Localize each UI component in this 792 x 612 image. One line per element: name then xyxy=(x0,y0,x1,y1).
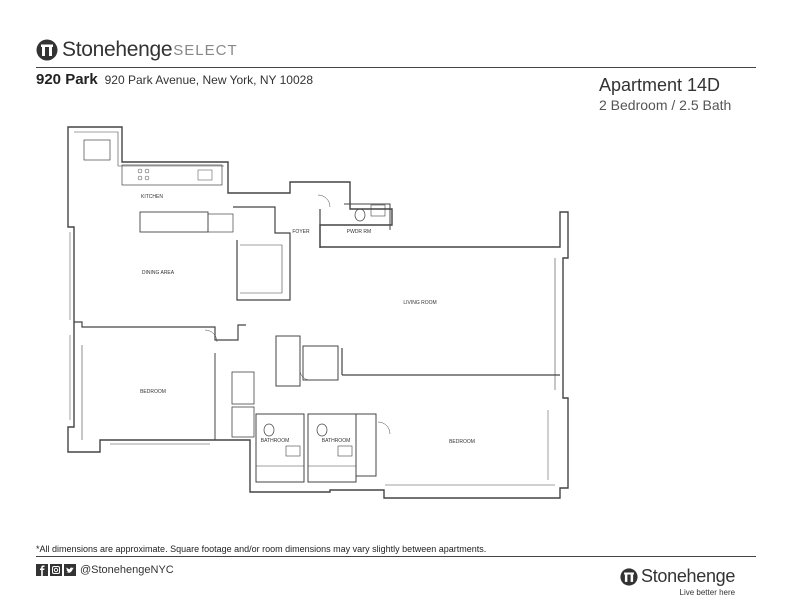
room-label-bath-left: BATHROOM xyxy=(261,438,290,444)
building-info: 920 Park 920 Park Avenue, New York, NY 1… xyxy=(36,71,313,88)
room-label-dining: DINING AREA xyxy=(142,270,175,276)
tagline: Live better here xyxy=(679,588,736,597)
header-brand: Stonehenge SELECT xyxy=(36,38,238,62)
building-name: 920 Park xyxy=(36,71,98,88)
room-label-living: LIVING ROOM xyxy=(403,300,436,306)
stonehenge-logo-icon xyxy=(36,39,58,61)
room-label-powder: PWDR RM xyxy=(347,229,371,235)
brand-sub: SELECT xyxy=(173,41,238,59)
disclaimer: *All dimensions are approximate. Square … xyxy=(36,544,487,554)
brand-name: Stonehenge xyxy=(62,38,173,61)
stonehenge-logo-icon xyxy=(620,567,638,586)
room-label-bedroom-left: BEDROOM xyxy=(140,389,166,395)
room-label-foyer: FOYER xyxy=(292,229,310,235)
facebook-icon[interactable] xyxy=(36,564,48,576)
apartment-info: Apartment 14D 2 Bedroom / 2.5 Bath xyxy=(599,75,731,113)
apartment-subtitle: 2 Bedroom / 2.5 Bath xyxy=(599,97,732,113)
footer-rule xyxy=(36,556,756,557)
social-links: @StonehengeNYC xyxy=(36,564,174,576)
footer-brand-name: Stonehenge xyxy=(641,566,736,586)
room-label-bath-right: BATHROOM xyxy=(322,438,351,444)
room-label-kitchen: KITCHEN xyxy=(141,194,163,200)
twitter-icon[interactable] xyxy=(64,564,76,576)
building-address: 920 Park Avenue, New York, NY 10028 xyxy=(104,73,313,87)
header-rule xyxy=(36,67,756,68)
instagram-icon[interactable] xyxy=(50,564,62,576)
social-handle[interactable]: @StonehengeNYC xyxy=(80,564,174,576)
apartment-title: Apartment 14D xyxy=(599,75,721,95)
room-label-bedroom-right: BEDROOM xyxy=(449,439,475,445)
footer-brand: Stonehenge Live better here xyxy=(620,566,735,597)
